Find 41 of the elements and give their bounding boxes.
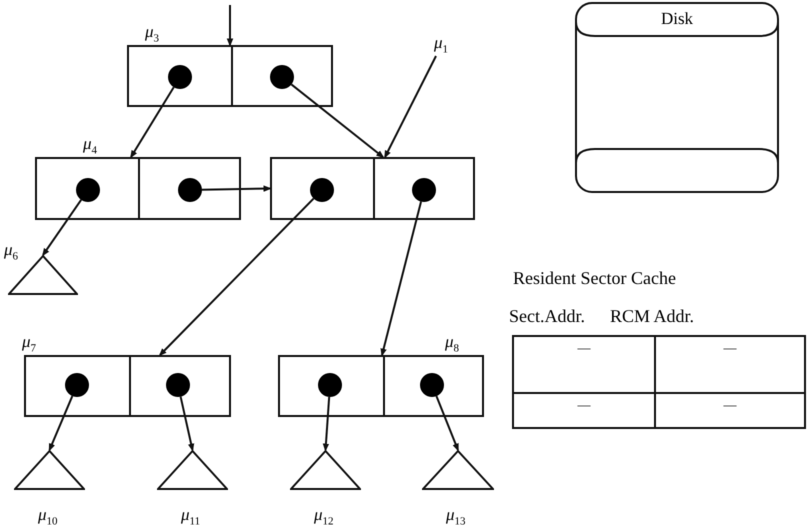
arrow: [290, 84, 384, 158]
table-cell: —: [512, 392, 656, 429]
arrow: [322, 396, 330, 452]
pointer-dot: [178, 178, 202, 202]
record-box: [270, 157, 475, 220]
arrow: [436, 396, 459, 451]
pointer-dot: [270, 65, 294, 89]
pointer-dot: [166, 373, 190, 397]
arrow: [42, 199, 82, 256]
node-label: μ$_{7}$: [22, 333, 36, 351]
arrow: [384, 56, 437, 158]
arrow: [226, 5, 234, 46]
table-cell: —: [654, 392, 806, 429]
arrow: [159, 198, 314, 356]
arrow: [202, 185, 272, 192]
pointer-dot: [318, 373, 342, 397]
node-label: μ$_{12}$: [314, 506, 334, 524]
arrow: [380, 201, 422, 356]
node-label: μ$_{11}$: [181, 506, 200, 524]
arrow: [180, 396, 194, 452]
node-label: μ$_{13}$: [446, 506, 466, 524]
node-label: μ$_{1}$: [434, 34, 448, 52]
arrow: [48, 396, 74, 451]
text-label: Resident Sector Cache: [513, 269, 676, 287]
node-label: μ$_{8}$: [445, 333, 460, 351]
node-label: μ$_{4}$: [83, 135, 98, 153]
node-label: μ$_{10}$: [38, 506, 58, 524]
arrow: [130, 86, 175, 158]
text-label: RCM Addr.: [610, 307, 694, 325]
text-label: Sect.Addr.: [509, 307, 585, 325]
table-cell: —: [654, 335, 806, 394]
pointer-dot: [65, 373, 89, 397]
pointer-dot: [76, 178, 100, 202]
node-label: μ$_{3}$: [145, 23, 160, 41]
pointer-dot: [412, 178, 436, 202]
pointer-dot: [420, 373, 444, 397]
pointer-dot: [168, 65, 192, 89]
table-cell: —: [512, 335, 656, 394]
pointer-dot: [310, 178, 334, 202]
node-label: Disk: [660, 10, 694, 27]
node-label: μ$_{6}$: [4, 241, 18, 259]
